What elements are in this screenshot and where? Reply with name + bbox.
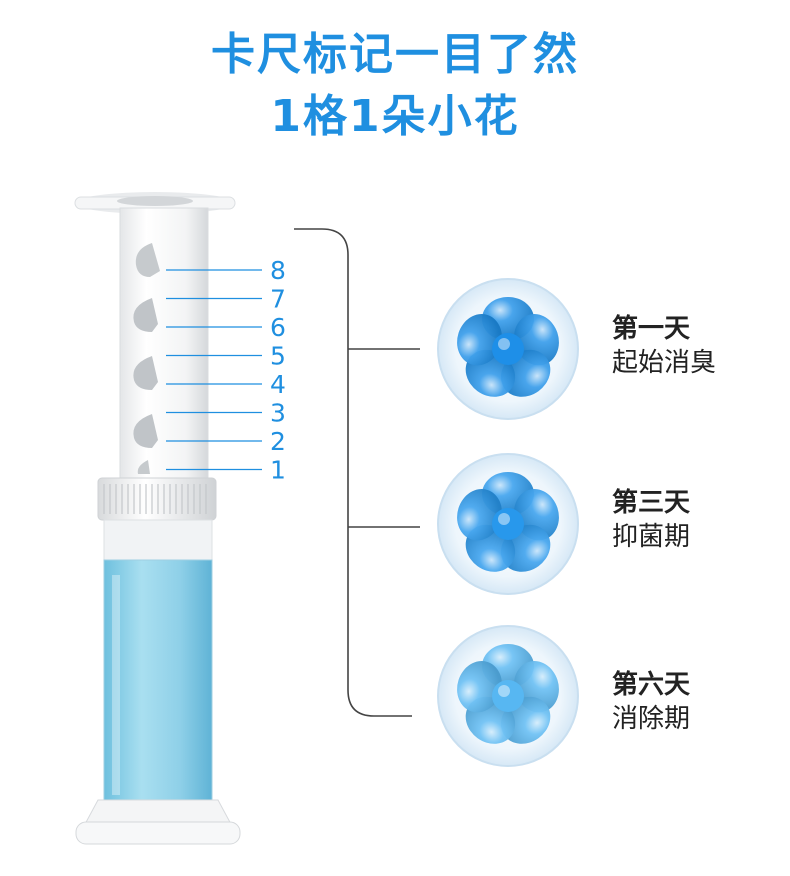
gel-flower-1 (457, 297, 559, 397)
stage-2-effect: 抑菌期 (612, 522, 691, 552)
flower-disc-3 (437, 625, 579, 767)
stage-1-effect: 起始消臭 (612, 348, 717, 378)
applicator-base (75, 799, 241, 845)
gel-flower-2 (457, 472, 559, 572)
barrel-slots (133, 243, 160, 474)
bracket (294, 228, 420, 717)
gel-container (103, 519, 213, 811)
applicator-barrel (119, 207, 209, 481)
applicator-top-flange (74, 192, 236, 214)
headline-line-2: 1格1朵小花 (270, 91, 520, 142)
stage-label-3: 第六天 消除期 (612, 668, 690, 736)
scale-number-2: 2 (270, 427, 286, 456)
stage-label-1: 第一天 起始消臭 (612, 312, 716, 380)
stage-3-effect: 消除期 (612, 704, 691, 734)
flower-disc-2 (437, 453, 579, 595)
threaded-collar (97, 477, 217, 521)
scale-number-1: 1 (270, 456, 286, 485)
scale-number-8: 8 (270, 256, 286, 285)
headline-line-1: 卡尺标记一目了然 (211, 29, 579, 80)
stage-1-day: 第一天 (612, 314, 691, 344)
stage-label-2: 第三天 抑菌期 (612, 486, 690, 554)
scale-number-4: 4 (270, 370, 286, 399)
stage-3-day: 第六天 (612, 670, 691, 700)
scale-number-6: 6 (270, 313, 286, 342)
scale-number-5: 5 (270, 342, 286, 371)
gel-flower-3 (457, 644, 559, 744)
stage-2-day: 第三天 (612, 488, 691, 518)
scale-number-7: 7 (270, 285, 286, 314)
flower-disc-1 (437, 278, 579, 420)
scale-number-3: 3 (270, 399, 286, 428)
